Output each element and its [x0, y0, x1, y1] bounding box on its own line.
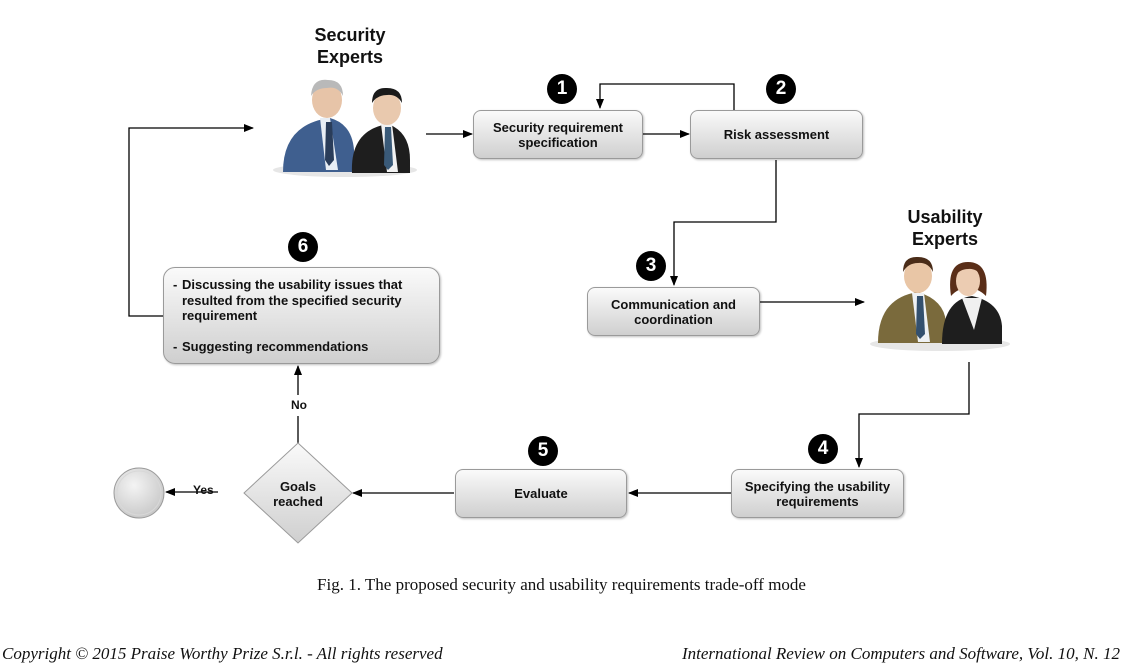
goals-label-line1: Goals [279, 479, 317, 494]
arrow-risk-feedback [596, 83, 735, 110]
yes-label: Yes [193, 483, 214, 497]
recommendation-item: - Suggesting recommendations [173, 339, 431, 355]
step-5-label: Evaluate [514, 486, 568, 501]
step-4-label-line1: Specifying the usability [744, 478, 891, 494]
step-1-badge: 1 [547, 74, 577, 104]
recommendation-text: Suggesting recommendations [182, 338, 369, 354]
discussion-recommendations-box: - Discussing the usability issues that r… [163, 267, 440, 364]
communication-coordination-box: Communication and coordination [587, 287, 760, 336]
step-3-badge: 3 [636, 251, 666, 281]
footer-journal: International Review on Computers and So… [681, 644, 1120, 663]
security-experts-title-line2: Experts [316, 47, 384, 67]
usability-experts-title-line2: Experts [911, 229, 979, 249]
goals-decision-diamond [243, 442, 353, 544]
usability-experts-title: Usability Experts [895, 206, 995, 250]
step-1-label-line2: specification [518, 134, 598, 150]
businessmen-icon [273, 79, 417, 177]
bullet-dash: - [173, 338, 178, 354]
step-2-badge: 2 [766, 74, 796, 104]
step-1-label-line1: Security requirement [492, 119, 624, 135]
step-3-label-line1: Communication and [611, 296, 736, 312]
specifying-usability-requirements-box: Specifying the usability requirements [731, 469, 904, 518]
risk-assessment-box: Risk assessment [690, 110, 863, 159]
goals-label-line2: reached [273, 494, 323, 509]
discussion-item: - Discussing the usability issues that r… [173, 277, 431, 324]
arrow-discussion-to-experts [128, 124, 254, 317]
arrow-risk-to-communication [670, 160, 777, 286]
business-team-icon [870, 256, 1010, 351]
discussion-line-3: requirement [182, 308, 258, 323]
arrow-usability-to-specifying [855, 362, 970, 468]
discussion-line-1: Discussing the usability issues that [182, 277, 403, 292]
usability-experts-title-line1: Usability [907, 207, 983, 227]
step-4-label-line2: requirements [776, 493, 859, 509]
step-5-badge: 5 [528, 436, 558, 466]
security-experts-title: Security Experts [300, 24, 400, 68]
end-circle [113, 467, 165, 519]
evaluate-box: Evaluate [455, 469, 627, 518]
bullet-dash: - [173, 277, 178, 292]
goals-reached-label: Goals reached [258, 479, 338, 509]
step-4-badge: 4 [808, 434, 838, 464]
footer-copyright: Copyright © 2015 Praise Worthy Prize S.r… [2, 644, 443, 663]
security-requirement-specification-box: Security requirement specification [473, 110, 643, 159]
step-6-badge: 6 [288, 232, 318, 262]
discussion-line-2: resulted from the specified security [182, 292, 402, 308]
step-3-label-line2: coordination [634, 311, 713, 327]
security-experts-title-line1: Security [314, 25, 386, 45]
figure-caption: Fig. 1. The proposed security and usabil… [317, 575, 806, 594]
step-2-label: Risk assessment [723, 127, 830, 142]
no-label: No [291, 398, 307, 412]
